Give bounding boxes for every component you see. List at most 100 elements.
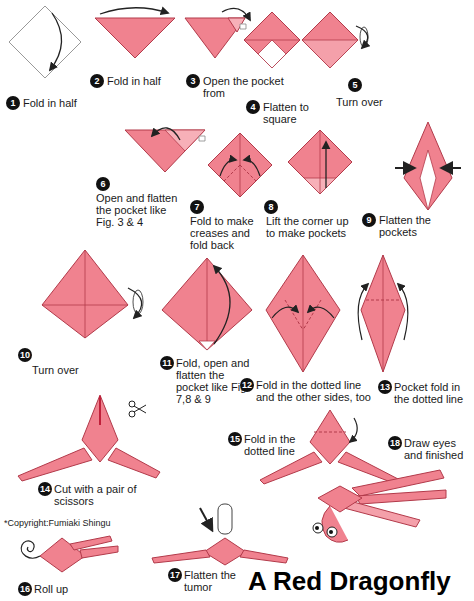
step-instruction: Flatten the tumor <box>184 569 244 593</box>
step-instruction: Fold in the dotted line and the other si… <box>256 379 374 403</box>
step-5-figure-part <box>302 40 358 68</box>
step-13-figure-part <box>366 300 400 301</box>
step-12-figure-part <box>303 300 321 330</box>
step-13-figure-part <box>358 284 368 340</box>
step-3-figure-part <box>222 8 250 20</box>
step-2-figure <box>95 8 175 58</box>
callout-number: 7 <box>190 200 204 214</box>
step-12-figure-part <box>303 255 304 372</box>
callout-number: 8 <box>264 200 278 214</box>
step-3-figure-part <box>240 24 246 29</box>
callout-number: 17 <box>168 568 182 582</box>
step-5-figure-part <box>360 27 368 47</box>
step-14-figure-part <box>108 448 160 478</box>
step-13-figure-part <box>383 255 384 372</box>
step-18-figure-part <box>356 490 446 504</box>
step-3-figure-part <box>228 18 245 32</box>
step-15-figure-part <box>350 418 357 442</box>
step-instruction: Open and flatten the pocket like Fig. 3 … <box>96 192 186 228</box>
step-2-figure-part <box>100 8 168 14</box>
callout-number: 13 <box>378 380 392 394</box>
callout-number: 16 <box>18 582 32 596</box>
step-9-figure-part <box>420 150 436 210</box>
step-6-figure <box>125 128 205 172</box>
step-14-figure-part <box>82 395 118 462</box>
step-12-figure-part <box>285 300 303 330</box>
step-6-figure-part <box>165 130 205 151</box>
step-9-figure-part <box>404 122 452 210</box>
step-17-figure-part <box>204 538 246 565</box>
step-5-figure <box>302 12 368 68</box>
step-16-figure-part <box>21 541 40 558</box>
step-15-figure-part <box>314 432 346 433</box>
step-17-figure-part <box>218 504 232 534</box>
callout-number: 15 <box>228 432 242 446</box>
step-10-figure-part <box>42 250 128 338</box>
step-17-figure-part <box>200 508 212 530</box>
step-6-figure-part <box>152 128 180 140</box>
step-14-figure-part <box>134 405 146 412</box>
step-instruction: Pocket fold in the dotted line <box>394 381 470 405</box>
step-17-figure-part <box>240 550 288 563</box>
step-instruction: Fold in half <box>23 97 98 109</box>
callout-number: 6 <box>96 177 110 191</box>
step-11-figure-part <box>207 258 208 341</box>
step-4-figure <box>244 12 300 68</box>
step-10-figure <box>42 250 143 338</box>
callout-number: 18 <box>388 436 402 450</box>
step-12-figure <box>266 255 340 372</box>
step-13-figure-part <box>361 255 405 372</box>
step-7-figure-part <box>244 160 260 176</box>
callout-number: 11 <box>160 356 174 370</box>
step-5-figure-part <box>356 26 368 48</box>
step-instruction: Open the pocket from <box>203 75 291 99</box>
step-14-figure-part <box>18 448 92 481</box>
step-10-figure-part <box>85 250 86 338</box>
step-18-figure-part <box>329 530 333 534</box>
step-8-figure-part <box>288 130 352 194</box>
step-14-figure <box>18 395 160 481</box>
step-14-figure-part <box>99 396 101 425</box>
step-14-figure-part <box>134 406 146 413</box>
callout-number: 5 <box>348 78 362 92</box>
callout-number: 4 <box>246 100 260 114</box>
step-8-figure <box>288 130 352 194</box>
step-12-figure-part <box>266 255 340 372</box>
diagram-title: A Red Dragonfly <box>248 566 451 596</box>
step-8-figure-part <box>325 142 326 188</box>
step-6-figure-part <box>125 130 205 172</box>
step-9-figure-part <box>442 167 461 169</box>
callout-number: 1 <box>6 96 20 110</box>
step-15-figure-part <box>338 452 400 484</box>
callout-number: 9 <box>362 213 376 227</box>
callout-number: 3 <box>186 74 200 88</box>
step-1-figure-part <box>9 6 81 78</box>
step-3-figure <box>185 8 250 58</box>
step-7-figure-part <box>208 133 272 197</box>
step-2-figure-part <box>95 18 175 58</box>
step-12-figure-part <box>308 307 334 318</box>
step-18-figure-part <box>344 500 420 527</box>
step-18-figure-part <box>315 526 319 530</box>
step-11-figure-part <box>214 266 230 344</box>
step-13-figure-part <box>398 284 408 340</box>
step-16-figure <box>21 536 118 572</box>
copyright-note: *Copyright:Fumiaki Shingu <box>4 518 111 529</box>
step-17-figure-part <box>152 550 210 563</box>
step-instruction: Turn over <box>336 96 406 108</box>
step-18-figure <box>313 470 446 542</box>
callout-number: 10 <box>18 348 32 362</box>
callout-number: 2 <box>90 74 104 88</box>
step-9-figure-part <box>395 167 414 169</box>
step-12-figure-part <box>272 307 298 318</box>
step-6-figure-part <box>199 136 205 141</box>
step-18-figure-part <box>313 523 323 533</box>
step-9-figure <box>395 122 461 210</box>
step-7-figure-part <box>220 160 236 176</box>
step-16-figure-part <box>80 546 118 558</box>
step-10-figure-part <box>42 305 128 306</box>
step-18-figure-part <box>327 527 337 537</box>
step-4-figure-part <box>258 40 286 68</box>
step-4-figure-part <box>244 40 300 41</box>
